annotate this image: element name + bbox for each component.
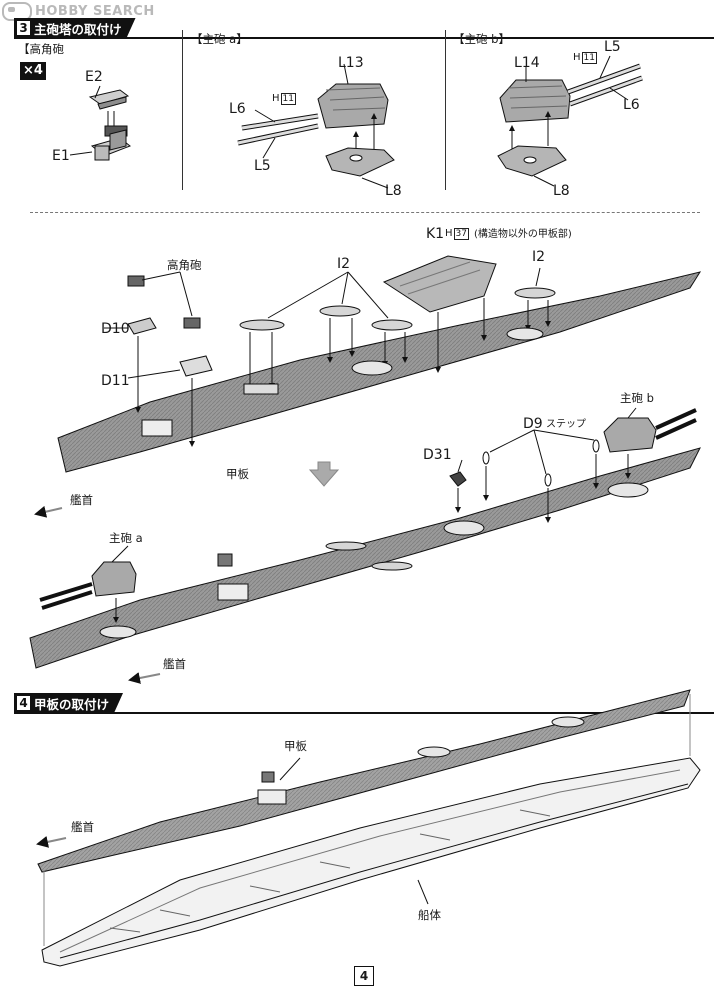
part-l8-b: L8 <box>553 183 570 199</box>
label-deck: 甲板 <box>226 467 249 481</box>
label-step: ステップ <box>546 419 586 430</box>
label-bow-2: 艦首 <box>163 657 186 671</box>
label-main-a: 主砲 a <box>109 531 143 545</box>
step4-title: 甲板の取付け <box>34 696 110 712</box>
step4-drawing <box>36 689 701 967</box>
main-turret-b-drawing <box>497 55 643 187</box>
part-d10: D10 <box>101 321 130 337</box>
step4-tab: 4 甲板の取付け <box>14 693 123 713</box>
step3-tab: 3 主砲塔の取付け <box>14 18 136 38</box>
step4-header: 4 甲板の取付け <box>14 693 123 713</box>
step3-title: 主砲塔の取付け <box>34 21 122 37</box>
label-main-b: 主砲 b <box>620 391 654 405</box>
part-d9: D9 <box>523 416 543 432</box>
page-number: 4 <box>354 966 374 986</box>
part-i2-b: I2 <box>532 249 546 265</box>
label-bow-step4: 艦首 <box>71 820 94 834</box>
aa-gun-drawing <box>69 85 131 161</box>
part-e2: E2 <box>85 69 103 85</box>
step3-dashed-divider <box>30 212 700 213</box>
part-l6-a: L6 <box>229 101 246 117</box>
part-k1: K1 <box>426 226 445 242</box>
main-a-panel-title: 【主砲 a】 <box>191 32 248 46</box>
down-arrow-icon <box>308 461 340 487</box>
h11-b-num: 11 <box>581 52 597 64</box>
part-d31: D31 <box>423 447 452 463</box>
aa-multiplier: ×4 <box>20 62 46 80</box>
step3-header: 3 主砲塔の取付け <box>14 18 136 38</box>
step4-number: 4 <box>17 696 30 710</box>
step3-number: 3 <box>17 21 30 35</box>
part-e1: E1 <box>52 148 70 164</box>
k1-h37-num: 37 <box>453 228 469 240</box>
part-l5-b: L5 <box>604 39 621 55</box>
label-bow-1: 艦首 <box>70 493 93 507</box>
step4-rule <box>14 712 714 714</box>
watermark-text: HOBBY SEARCH <box>35 4 155 19</box>
h11-a-num: 11 <box>280 93 296 105</box>
label-hull: 船体 <box>418 908 441 922</box>
panel-divider-2 <box>445 30 446 190</box>
main-turret-a-drawing <box>237 63 395 189</box>
part-d11: D11 <box>101 373 130 389</box>
part-i2-a: I2 <box>337 256 351 272</box>
k1-note: (構造物以外の甲板部) <box>474 229 572 240</box>
deck-drawing-upper <box>34 255 702 518</box>
part-l8-a: L8 <box>385 183 402 199</box>
part-l14: L14 <box>514 55 540 71</box>
label-deck-step4: 甲板 <box>284 739 307 753</box>
step3-rule <box>14 37 714 39</box>
part-l6-b: L6 <box>623 97 640 113</box>
label-aa-gun: 高角砲 <box>167 258 202 272</box>
main-b-panel-title: 【主砲 b】 <box>453 32 510 46</box>
deck-drawing-lower <box>29 407 701 684</box>
panel-divider-1 <box>182 30 183 190</box>
aa-panel-title: 【高角砲 <box>18 42 64 56</box>
part-l5-a: L5 <box>254 158 271 174</box>
